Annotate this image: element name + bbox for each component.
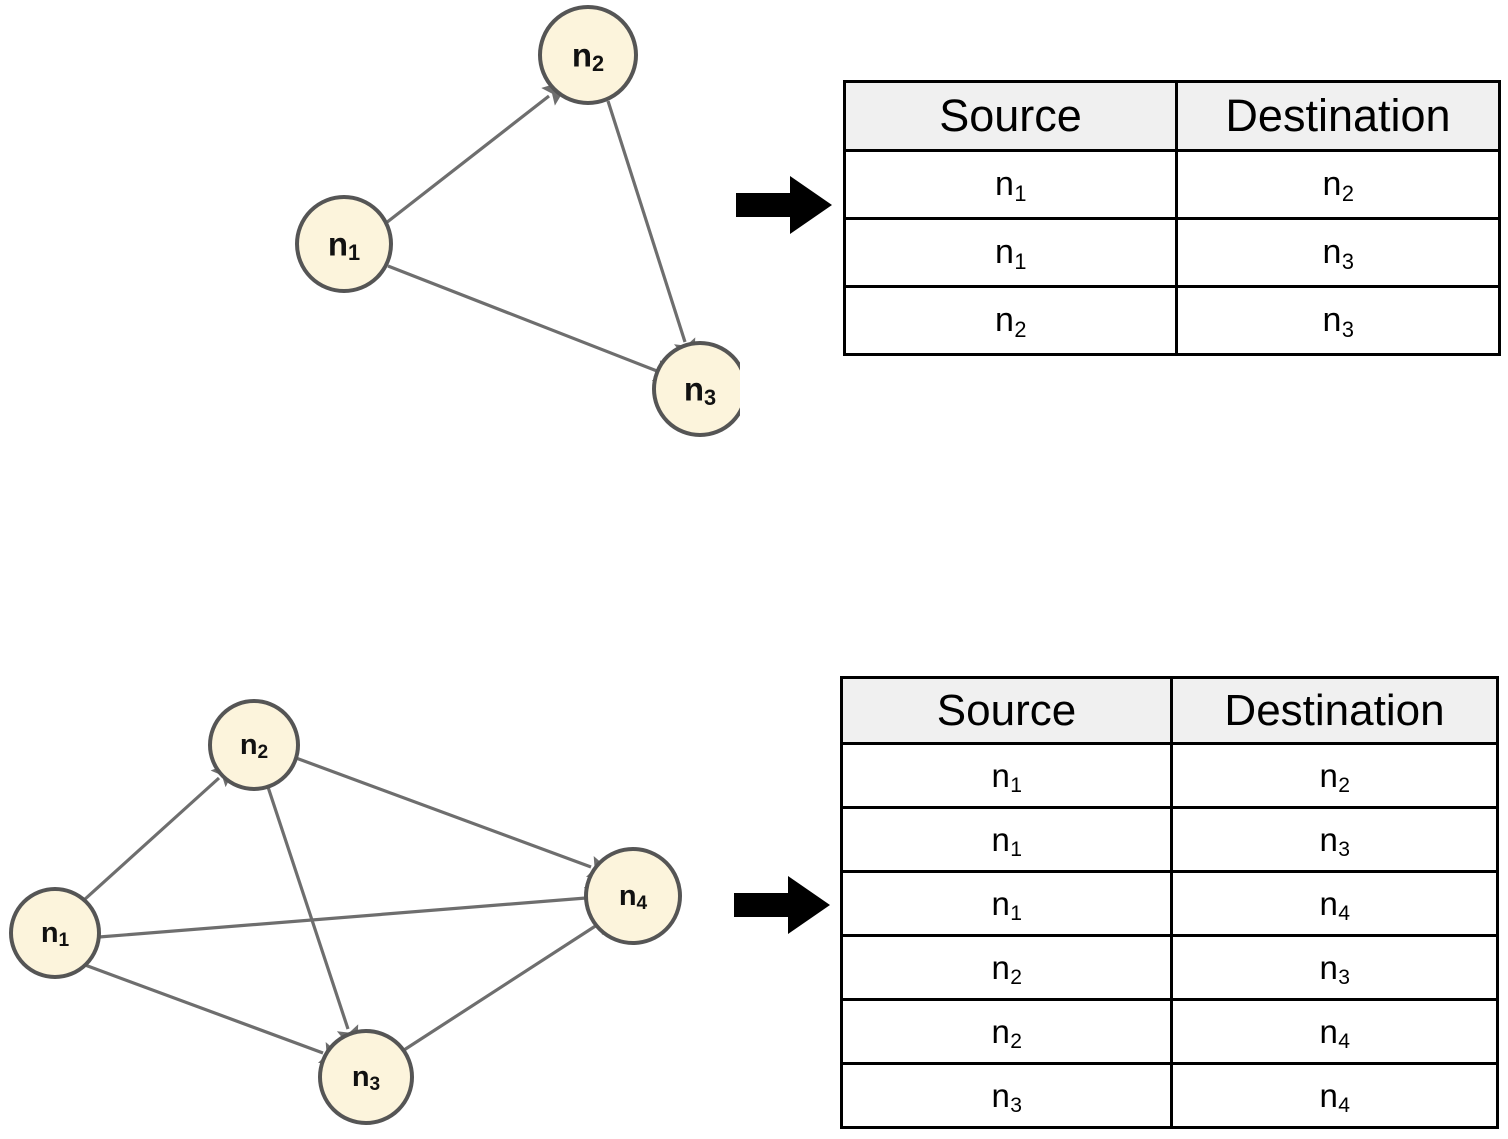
cell-source: n1 (840, 870, 1173, 937)
graph-three-node: n1 n2 n3 (0, 0, 740, 460)
graph-nodes-top: n1 n2 n3 (295, 5, 740, 437)
graph-edges-bottom (82, 756, 621, 1064)
cell-source: n1 (840, 806, 1173, 873)
cell-destination: n4 (1170, 1062, 1499, 1129)
cell-destination: n3 (1170, 806, 1499, 873)
cell-destination: n2 (1175, 149, 1501, 220)
cell-source: n2 (840, 998, 1173, 1065)
edge-n2-n3 (266, 786, 359, 1056)
edge-n3-n4 (403, 910, 621, 1052)
table-header-row: Source Destination (840, 676, 1499, 745)
edge-n2-n3 (606, 100, 696, 369)
cell-source: n2 (840, 934, 1173, 1001)
column-header-source: Source (840, 676, 1173, 745)
cell-destination: n4 (1170, 998, 1499, 1065)
edge-n1-n2 (385, 79, 571, 225)
cell-destination: n2 (1170, 742, 1499, 809)
edge-n2-n4 (295, 756, 617, 878)
cell-destination: n3 (1175, 217, 1501, 288)
svg-text:n1: n1 (41, 917, 70, 951)
cell-destination: n3 (1175, 285, 1501, 356)
graph-node-n3[interactable]: n3 (318, 1029, 414, 1125)
cell-source: n2 (843, 285, 1178, 356)
graph-four-node: n1 n2 n3 n4 (0, 660, 730, 1139)
cell-source: n3 (840, 1062, 1173, 1129)
edge-n1-n2 (82, 759, 240, 902)
column-header-destination: Destination (1170, 676, 1499, 745)
graph-node-n1[interactable]: n1 (9, 887, 101, 979)
cell-destination: n3 (1170, 934, 1499, 1001)
graph-node-n1[interactable]: n1 (295, 195, 393, 293)
edge-n1-n3 (84, 963, 349, 1064)
graph-edges-top (385, 79, 696, 382)
graph-node-n3[interactable]: n3 (652, 341, 740, 437)
edge-n1-n3 (387, 264, 683, 382)
edge-n1-n4 (98, 886, 614, 939)
cell-destination: n4 (1170, 870, 1499, 937)
convert-arrow-top (736, 176, 832, 234)
graph-node-n4[interactable]: n4 (584, 847, 682, 945)
convert-arrow-bottom (734, 876, 830, 934)
column-header-destination: Destination (1175, 80, 1501, 152)
column-header-source: Source (843, 80, 1178, 152)
cell-source: n1 (843, 149, 1178, 220)
graph-node-n2[interactable]: n2 (538, 5, 638, 105)
svg-text:n2: n2 (240, 729, 268, 763)
cell-source: n1 (840, 742, 1173, 809)
graph-node-n2[interactable]: n2 (208, 699, 300, 791)
cell-source: n1 (843, 217, 1178, 288)
graph-nodes-bottom: n1 n2 n3 n4 (9, 699, 682, 1125)
table-header-row: Source Destination (843, 80, 1501, 152)
